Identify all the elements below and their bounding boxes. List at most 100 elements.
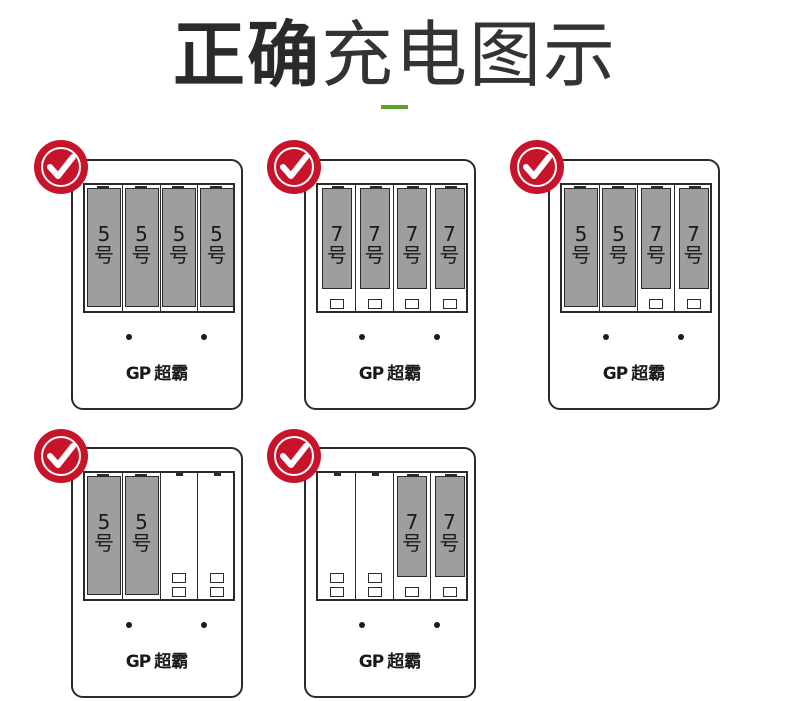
battery-size-number: 7 — [330, 222, 344, 246]
battery-terminal — [407, 474, 419, 477]
check-icon — [267, 429, 321, 483]
battery-size-char: 号 — [439, 531, 460, 555]
slot-cap — [371, 473, 379, 476]
battery-slot — [318, 473, 356, 599]
slot-contact — [172, 573, 186, 583]
battery-size-number: 7 — [687, 222, 700, 246]
indicator-light — [434, 622, 440, 628]
page-title: 正确充电图示 — [0, 10, 790, 100]
battery-size-number: 5 — [135, 510, 148, 534]
battery-size-number: 7 — [649, 222, 663, 246]
slot-contact — [649, 299, 663, 309]
battery-terminal — [651, 186, 663, 189]
battery-terminal — [407, 186, 419, 189]
battery-terminal — [369, 186, 382, 189]
brand-gp: GP — [602, 364, 628, 384]
indicator-light — [359, 334, 365, 340]
title-light: 充电图示 — [321, 13, 618, 97]
slot-contact — [330, 587, 344, 597]
battery-size-number: 5 — [97, 510, 111, 534]
battery-size-number: 5 — [574, 222, 588, 246]
battery-size-char: 号 — [206, 243, 227, 267]
battery-size-number: 5 — [97, 222, 111, 246]
check-icon — [34, 140, 88, 194]
brand-cn: 超霸 — [387, 652, 422, 672]
brand-cn: 超霸 — [154, 364, 189, 384]
battery-size-char: 号 — [608, 243, 629, 267]
battery-terminal — [97, 186, 109, 189]
check-icon — [34, 429, 88, 483]
indicator-light — [201, 334, 207, 340]
battery-terminal — [97, 474, 109, 477]
battery-terminal — [444, 186, 457, 189]
battery-terminal — [209, 186, 222, 189]
battery-terminal — [688, 186, 701, 189]
slot-contact — [367, 299, 382, 309]
battery-size-number: 7 — [405, 510, 419, 534]
battery-terminal — [134, 474, 147, 477]
brand-cn: 超霸 — [387, 364, 422, 384]
indicator-light — [603, 334, 609, 340]
slot-contact — [686, 299, 701, 309]
battery-size-number: 5 — [210, 222, 223, 246]
check-icon — [510, 140, 564, 194]
brand-cn: 超霸 — [631, 364, 666, 384]
indicator-light — [359, 622, 365, 628]
slot-contact — [442, 299, 457, 309]
check-icon — [267, 140, 321, 194]
title-underline — [381, 105, 408, 109]
indicator-light — [434, 334, 440, 340]
slot-contact — [209, 587, 224, 597]
battery-slot — [160, 473, 198, 599]
brand-gp: GP — [358, 364, 384, 384]
slot-contact — [209, 573, 224, 583]
indicator-light — [126, 622, 132, 628]
slot-cap — [334, 473, 341, 476]
battery-terminal — [172, 186, 184, 189]
indicator-light — [126, 334, 132, 340]
battery-terminal — [134, 186, 147, 189]
battery-size-number: 7 — [443, 222, 456, 246]
slot-cap — [176, 473, 183, 476]
battery-size-char: 号 — [402, 531, 422, 555]
slot-contact — [367, 587, 382, 597]
battery-size-number: 7 — [405, 222, 419, 246]
slot-contact — [405, 587, 419, 597]
battery-size-char: 号 — [571, 243, 591, 267]
